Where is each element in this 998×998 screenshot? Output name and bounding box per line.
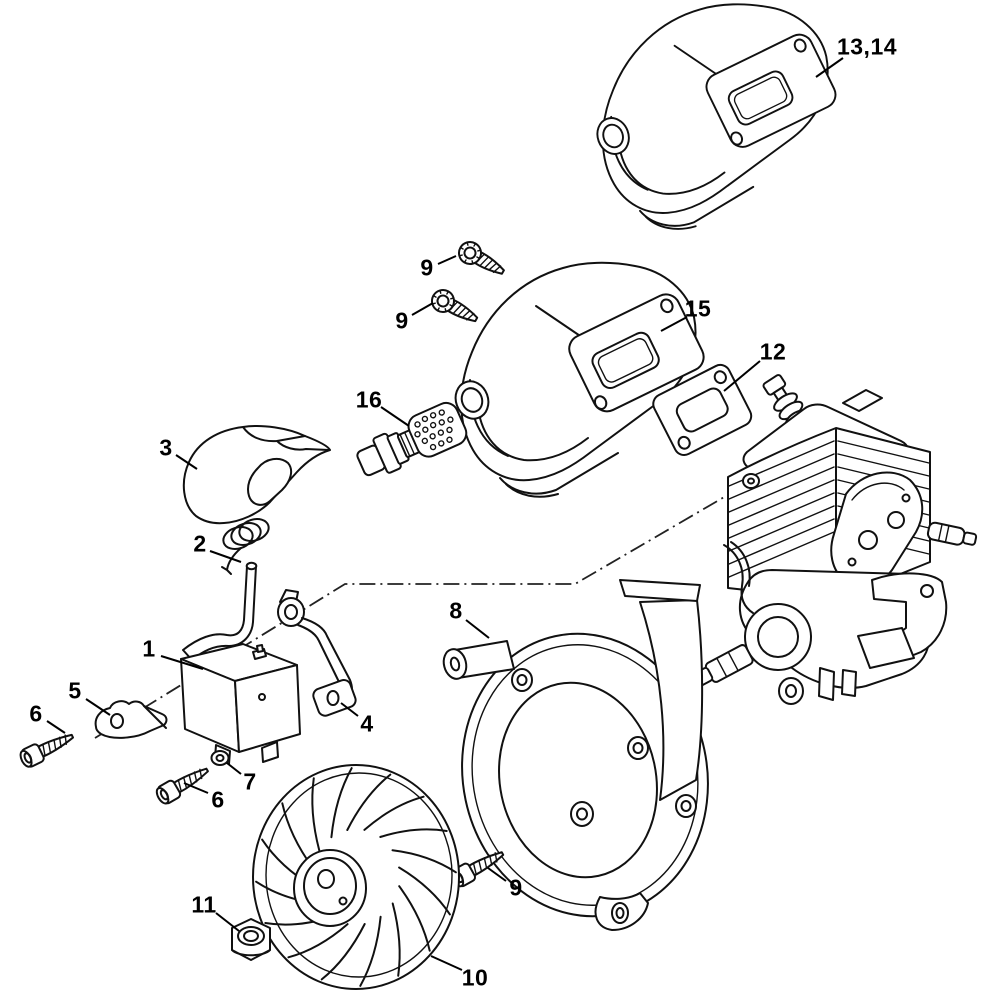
part-muffler — [449, 261, 710, 498]
leader-line-4 — [340, 702, 359, 717]
part-muffler-cover — [591, 3, 841, 230]
leader-line-13,14 — [815, 57, 844, 78]
leader-line-2 — [209, 550, 242, 563]
leader-line-16 — [380, 406, 410, 427]
part-deflector — [182, 425, 331, 525]
callout-11: 11 — [191, 891, 217, 918]
part-screw-muffler-lower — [427, 285, 483, 331]
callout-9: 9 — [509, 874, 523, 901]
part-ignition-module — [180, 561, 301, 765]
callout-1: 1 — [142, 635, 156, 662]
callout-6: 6 — [29, 700, 43, 727]
callout-13,14: 13,14 — [836, 33, 898, 60]
callout-6: 6 — [211, 786, 225, 813]
part-screw-ignition-lower — [152, 760, 213, 808]
part-screw-muffler-upper — [453, 236, 510, 283]
part-fan-housing — [442, 579, 709, 931]
part-collar-nut — [231, 918, 271, 961]
leader-line-9 — [437, 255, 457, 265]
part-spark-arrester-screen — [356, 401, 468, 477]
callout-9: 9 — [420, 254, 434, 281]
leader-lines — [46, 57, 844, 971]
part-cylinder-assembly — [693, 374, 978, 705]
leader-line-5 — [85, 698, 111, 716]
leader-line-9 — [487, 867, 507, 882]
callout-3: 3 — [159, 434, 173, 461]
callout-2: 2 — [193, 530, 207, 557]
part-mounting-bracket — [277, 589, 357, 717]
callout-16: 16 — [355, 386, 383, 413]
crankshaft-stub — [693, 644, 754, 687]
leader-line-12 — [723, 360, 761, 392]
callout-4: 4 — [360, 710, 374, 737]
callout-7: 7 — [243, 768, 257, 795]
leader-line-10 — [430, 955, 463, 971]
leader-line-9 — [411, 302, 434, 316]
leader-line-8 — [465, 619, 490, 639]
leader-line-11 — [215, 912, 240, 932]
part-clip — [94, 700, 168, 739]
leader-line-3 — [175, 454, 198, 470]
callout-5: 5 — [68, 677, 82, 704]
callout-9: 9 — [395, 307, 409, 334]
callout-15: 15 — [684, 295, 712, 322]
leader-line-1 — [160, 655, 204, 670]
part-screw-ignition-upper — [16, 726, 78, 771]
callout-12: 12 — [759, 338, 787, 365]
callout-8: 8 — [449, 597, 463, 624]
part-flywheel — [252, 764, 460, 990]
leader-line-6 — [183, 782, 209, 794]
part-spring — [221, 517, 270, 575]
leader-line-15 — [660, 316, 688, 332]
callout-10: 10 — [461, 964, 489, 991]
leader-line-7 — [226, 762, 242, 775]
part-washer — [210, 750, 230, 766]
leader-line-6 — [46, 720, 66, 734]
